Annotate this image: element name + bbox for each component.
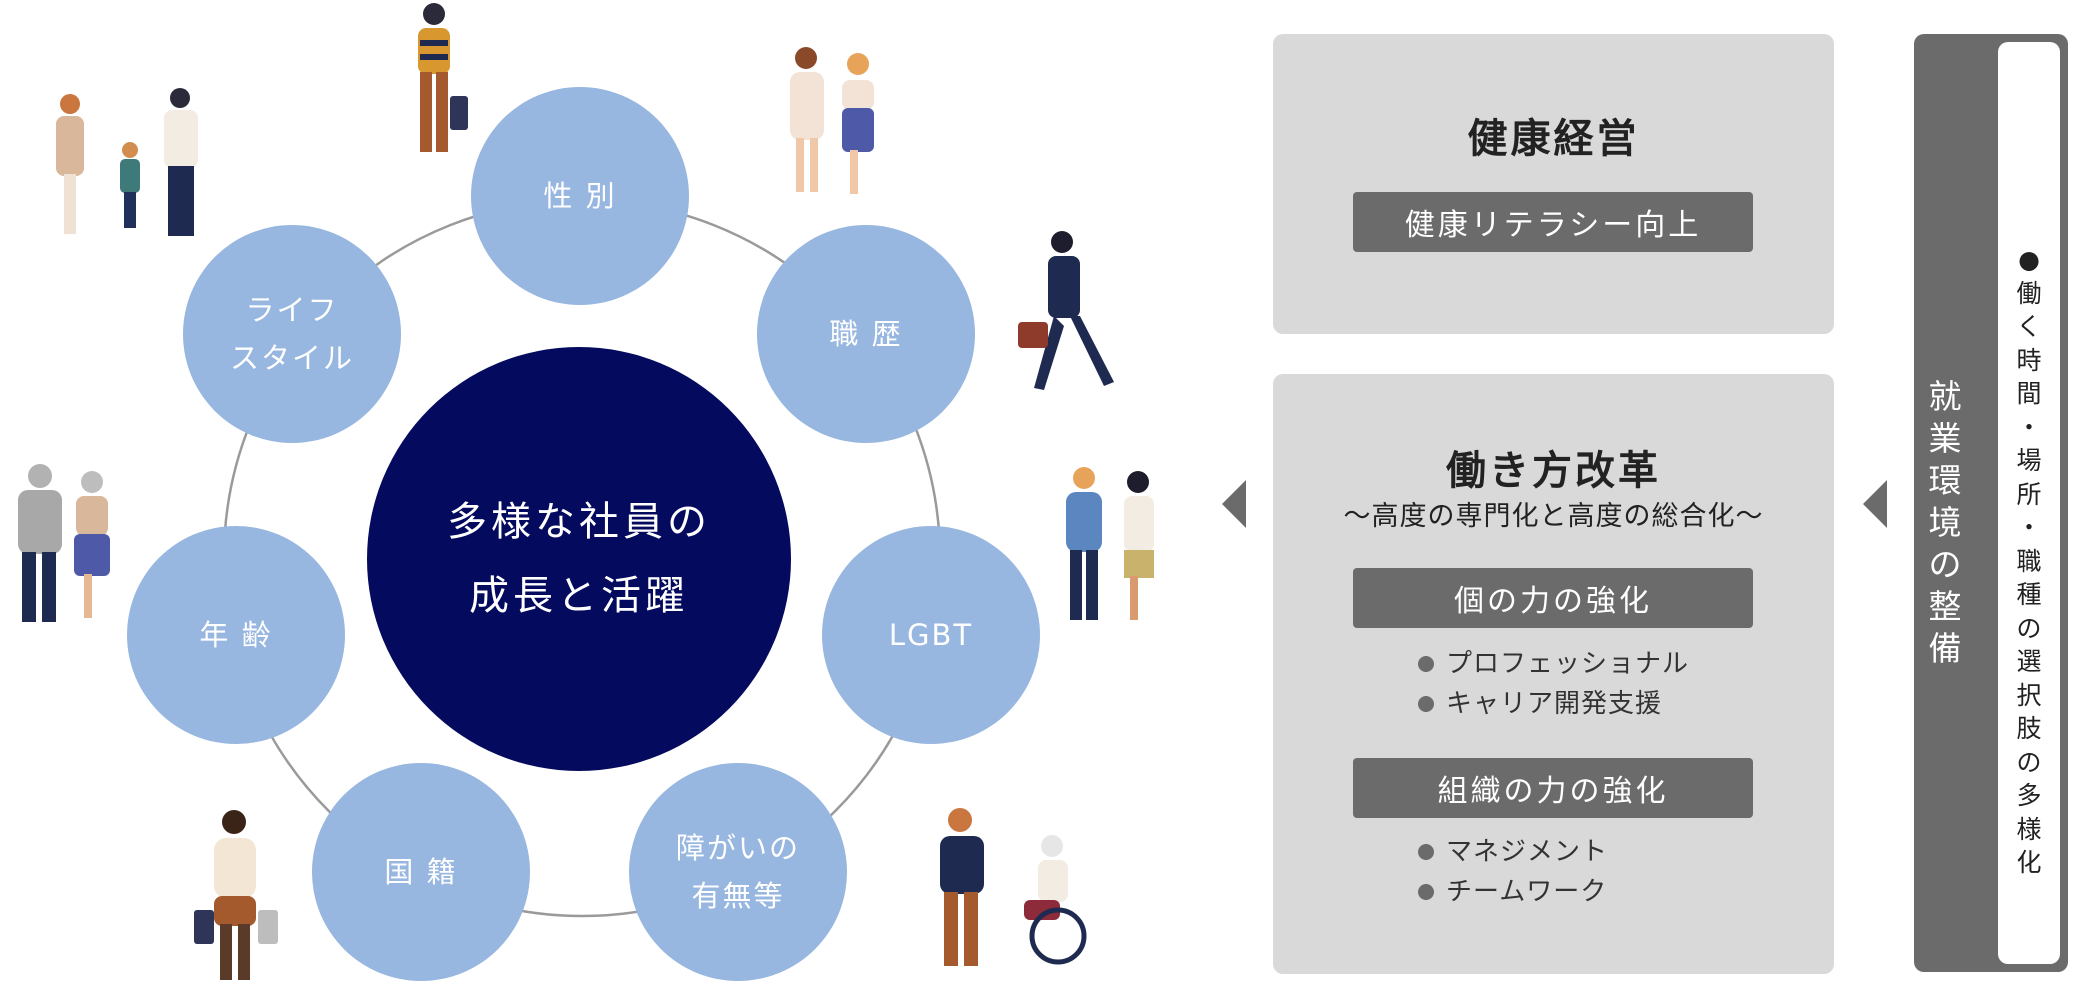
- man-and-wheelchair-user-illustration: [940, 808, 1087, 966]
- list-item: プロフェッショナル: [1418, 644, 1689, 684]
- environment-title: 就業環境の整備: [1928, 377, 1962, 668]
- businessman-walking-illustration: [1018, 231, 1114, 390]
- triangle-left-arrow-icon: [1863, 480, 1887, 528]
- list-item: チームワーク: [1418, 872, 1608, 912]
- node-gender: 性 別: [471, 87, 689, 305]
- health-title: 健康経営: [1467, 116, 1640, 162]
- environment-detail-box: [1998, 42, 2060, 964]
- organization-strength-list: マネジメント チームワーク: [1418, 832, 1608, 912]
- node-lgbt: LGBT: [822, 526, 1040, 744]
- health-literacy-bar: 健康リテラシー向上: [1353, 192, 1753, 252]
- node-age: 年 齢: [127, 526, 345, 744]
- center-label: 多様な社員の 成長と活躍: [447, 499, 711, 619]
- health-panel: 健康経営 健康リテラシー向上: [1273, 34, 1834, 334]
- two-women-illustration: [790, 47, 874, 194]
- node-lifestyle: ライフ スタイル: [183, 225, 401, 443]
- node-nationality: 国 籍: [312, 763, 530, 981]
- individual-strength-list: プロフェッショナル キャリア開発支援: [1418, 644, 1689, 724]
- list-item: マネジメント: [1418, 832, 1608, 872]
- list-item: キャリア開発支援: [1418, 684, 1689, 724]
- traveler-illustration: [194, 810, 278, 980]
- center-circle: 多様な社員の 成長と活躍: [367, 347, 791, 771]
- bullet-dot-icon: [1418, 844, 1434, 860]
- environment-detail: ●働く時間・場所・職種の選択肢の多様化: [2016, 245, 2042, 877]
- workstyle-title: 働き方改革: [1446, 448, 1661, 494]
- triangle-left-arrow-icon: [1222, 480, 1246, 528]
- man-with-bag-illustration: [418, 3, 468, 152]
- node-disability: 障がいの 有無等: [629, 763, 847, 981]
- node-career: 職 歴: [757, 225, 975, 443]
- bullet-dot-icon: [1418, 656, 1434, 672]
- elderly-couple-illustration: [18, 464, 110, 622]
- individual-strength-bar: 個の力の強化: [1353, 568, 1753, 628]
- bullet-dot-icon: [1418, 696, 1434, 712]
- bullet-dot-icon: [1418, 884, 1434, 900]
- couple-illustration: [1066, 467, 1154, 620]
- workstyle-panel: 働き方改革 ～高度の専門化と高度の総合化～ 個の力の強化 プロフェッショナル キ…: [1273, 374, 1834, 974]
- family-illustration: [56, 88, 198, 236]
- workstyle-subtitle: ～高度の専門化と高度の総合化～: [1343, 501, 1764, 532]
- organization-strength-bar: 組織の力の強化: [1353, 758, 1753, 818]
